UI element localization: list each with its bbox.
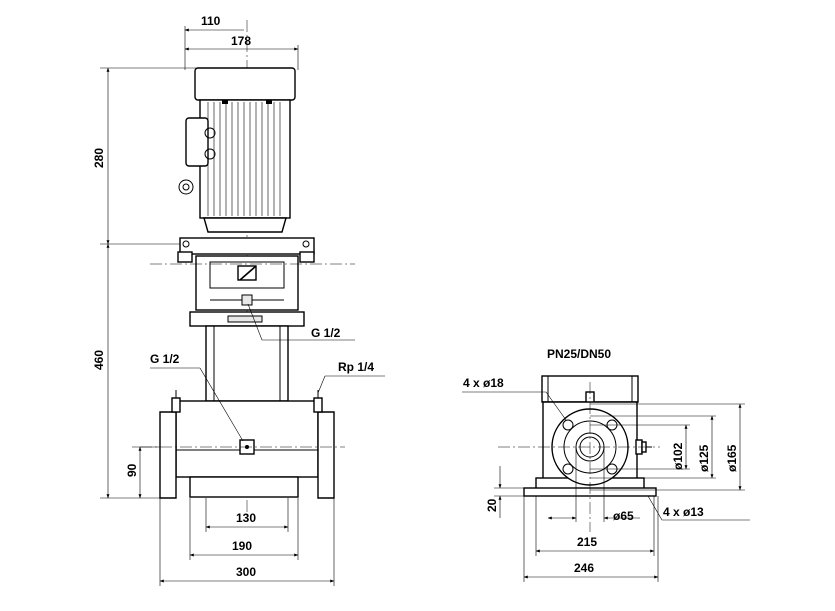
pump-base: [159, 390, 335, 499]
motor: [178, 67, 296, 233]
dim-d125: ø125: [697, 444, 711, 472]
callout-drain-upper: G 1/2: [311, 326, 341, 340]
motor-lug-icon: [178, 179, 194, 195]
bolt-hole-icon: [562, 419, 574, 431]
dim-overall-width: 300: [236, 565, 256, 579]
dim-bolt-holes: 4 x ø18: [463, 376, 504, 390]
dim-foot-outer: 190: [232, 539, 252, 553]
flange-view: PN25/DN50: [462, 347, 750, 582]
dim-foot-inner: 130: [236, 511, 256, 525]
cable-gland-icon: [204, 127, 216, 139]
callout-drain-lower: G 1/2: [150, 352, 180, 366]
dim-base-height: 20: [485, 498, 499, 512]
dim-motor-height: 280: [92, 148, 106, 168]
dim-d165: ø165: [725, 444, 739, 472]
dim-base-width: 246: [574, 561, 594, 575]
flange-view-stack: [541, 375, 639, 405]
terminal-box: [185, 117, 209, 167]
dim-foot-span: 215: [577, 535, 597, 549]
dim-motor-offset: 110: [201, 14, 221, 28]
dim-bore: ø65: [613, 509, 634, 523]
dim-inlet-height: 90: [125, 463, 139, 477]
dim-d102: ø102: [671, 442, 685, 470]
chamber-stack: [205, 325, 289, 402]
dim-foot-holes: 4 x ø13: [663, 505, 704, 519]
motor-stool: [177, 237, 315, 311]
dim-pump-height: 460: [92, 350, 106, 370]
front-view: 110 178 280 460 90 130 190 300 G 1/2 G 1…: [92, 14, 385, 586]
flange-view-title: PN25/DN50: [547, 347, 611, 361]
dim-motor-width: 178: [231, 34, 251, 48]
callout-vent-plug: Rp 1/4: [338, 360, 374, 374]
